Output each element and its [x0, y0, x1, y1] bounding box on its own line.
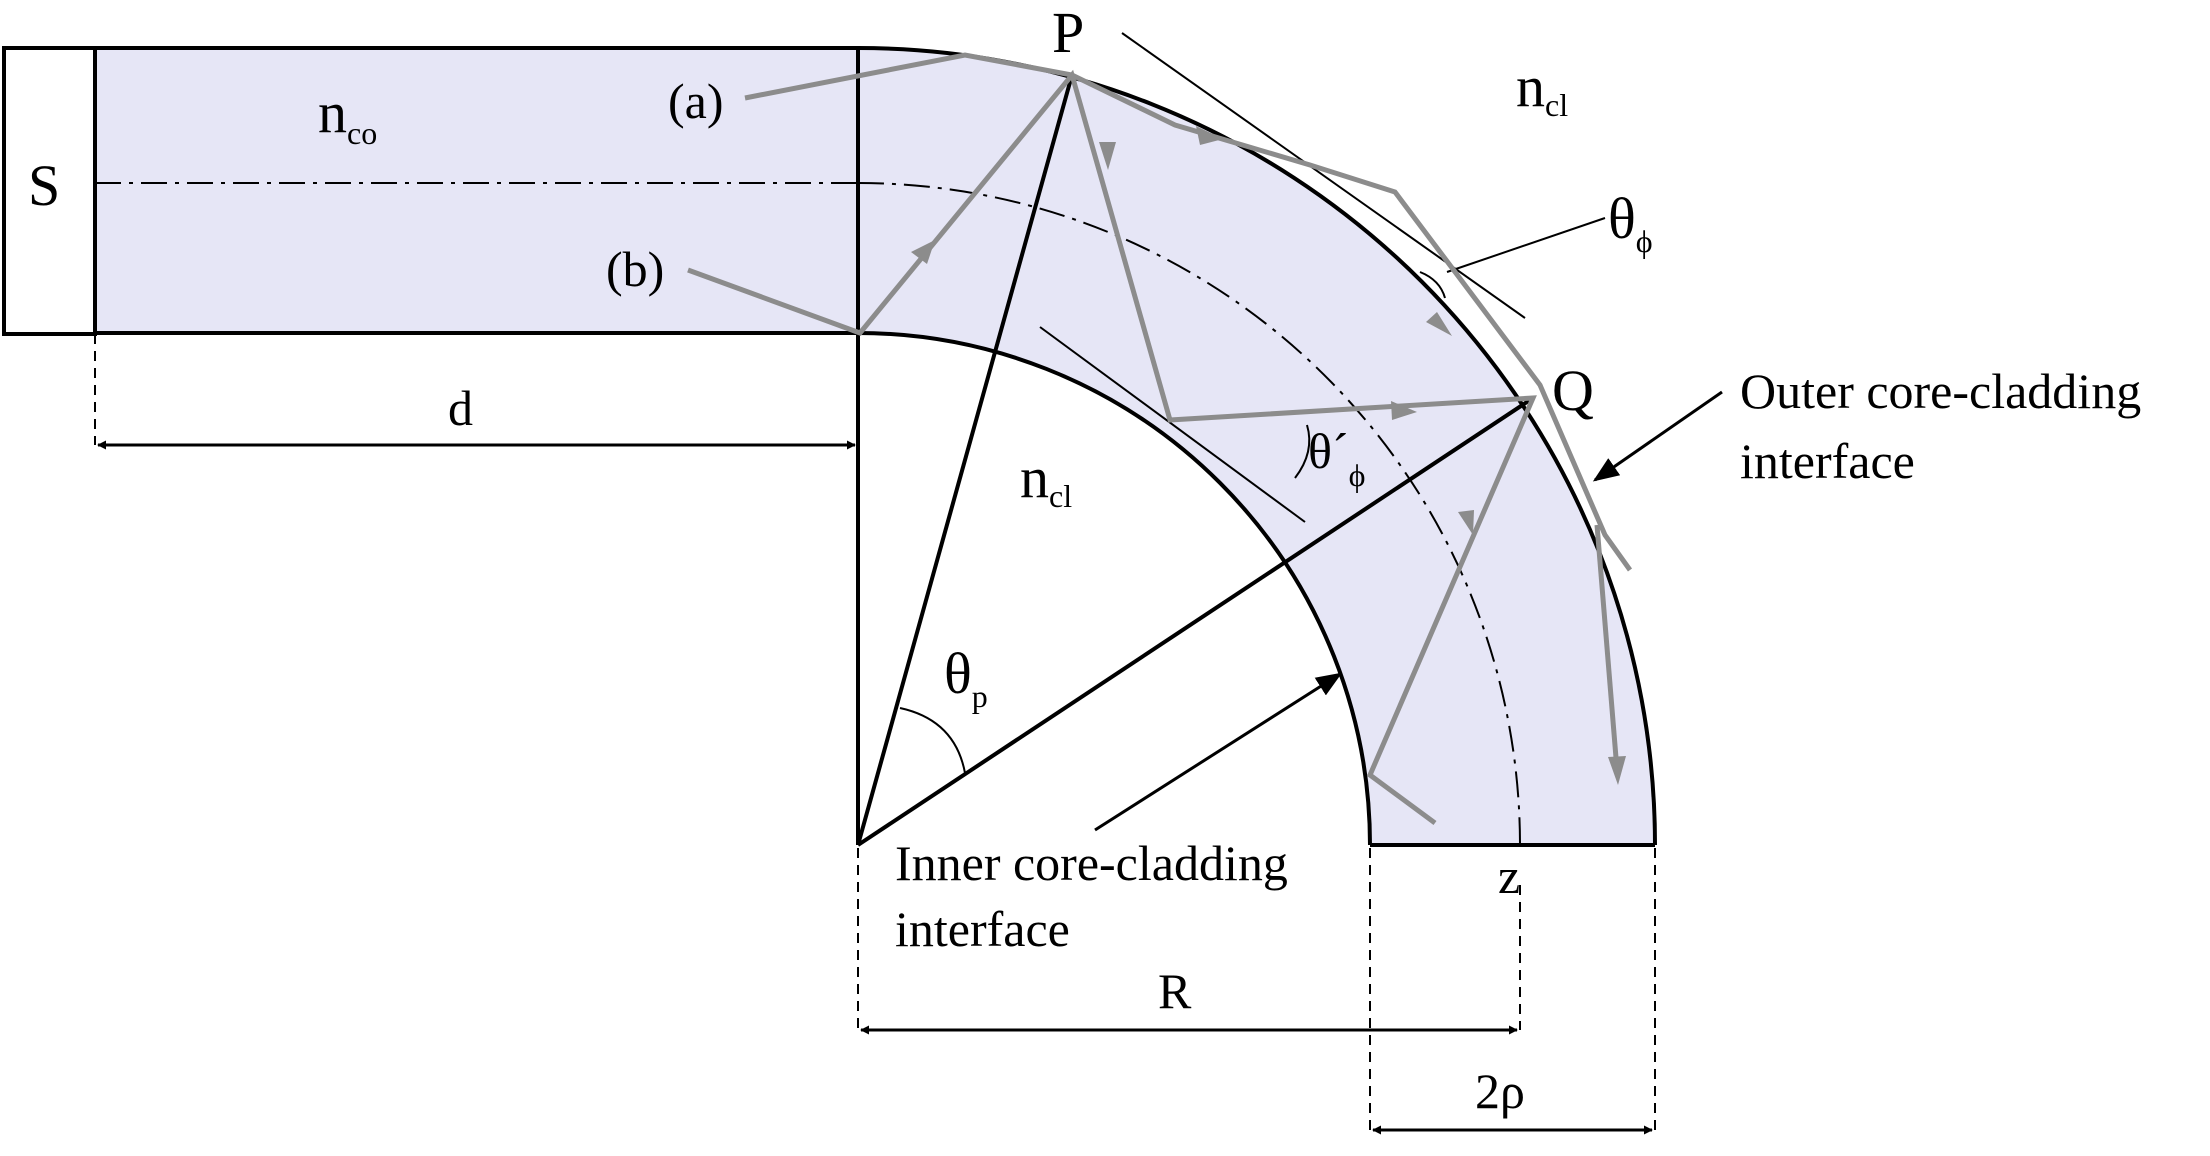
dimension-z-label: z — [1498, 848, 1520, 904]
ray-b-arrowhead — [1391, 401, 1417, 420]
ray-b-label: (b) — [606, 241, 664, 297]
theta-phi-prime-label: θ´ϕ — [1308, 423, 1365, 493]
ray-a-path — [744, 52, 1633, 572]
ray-a — [744, 52, 1633, 572]
theta-phi-leader — [1446, 217, 1606, 273]
ray-b-arrowhead — [911, 240, 935, 264]
source-label: S — [28, 153, 60, 218]
outer-interface-pointer-arrow — [1592, 390, 1723, 482]
point-q-label: Q — [1552, 358, 1594, 423]
bent-core-region — [858, 48, 1655, 845]
inner-interface-label-line1: Inner core-cladding — [895, 835, 1288, 891]
theta-phi-prime-angle-arc — [1294, 424, 1311, 479]
inner-interface-pointer-arrow — [1094, 672, 1343, 832]
core-index-label: nco — [318, 80, 377, 151]
ray-b-arrowhead — [1458, 510, 1474, 535]
dimension-2rho-label: 2ρ — [1475, 1063, 1525, 1119]
ray-b-arrowhead — [1099, 142, 1116, 170]
theta-phi-label: θϕ — [1608, 186, 1653, 259]
radius-to-p — [856, 74, 1074, 846]
bent-fiber-axis — [857, 182, 1521, 846]
theta-p-angle-arc — [899, 707, 966, 774]
ray-b-path — [687, 69, 1537, 826]
ray-a-arrowhead — [1608, 756, 1626, 785]
radius-to-q — [856, 396, 1535, 847]
inner-core-cladding-interface — [857, 331, 1372, 846]
source-block — [2, 46, 97, 336]
tangent-at-inner-interface — [1039, 326, 1306, 523]
ray-b — [687, 69, 1537, 826]
outer-cladding-index-label: ncl — [1516, 54, 1568, 123]
outer-interface-label-line1: Outer core-cladding — [1740, 363, 2141, 419]
inner-cladding-index-label: ncl — [1020, 445, 1072, 514]
fiber-core — [95, 48, 1655, 845]
dimension-r-label: R — [1158, 963, 1192, 1019]
ray-a-arrowhead — [1196, 126, 1223, 145]
ray-a-exit-segment — [1594, 524, 1620, 771]
tangent-at-outer-interface — [1121, 32, 1526, 319]
dimension-d-label: d — [448, 380, 473, 436]
theta-p-label: θp — [944, 641, 988, 714]
theta-phi-angle-arc — [1419, 271, 1446, 299]
point-p-label: P — [1052, 0, 1084, 65]
inner-interface-label-line2: interface — [895, 901, 1070, 957]
outer-interface-label-line2: interface — [1740, 433, 1915, 489]
ray-a-label: (a) — [668, 73, 724, 129]
ray-a-arrowhead — [1426, 312, 1452, 336]
